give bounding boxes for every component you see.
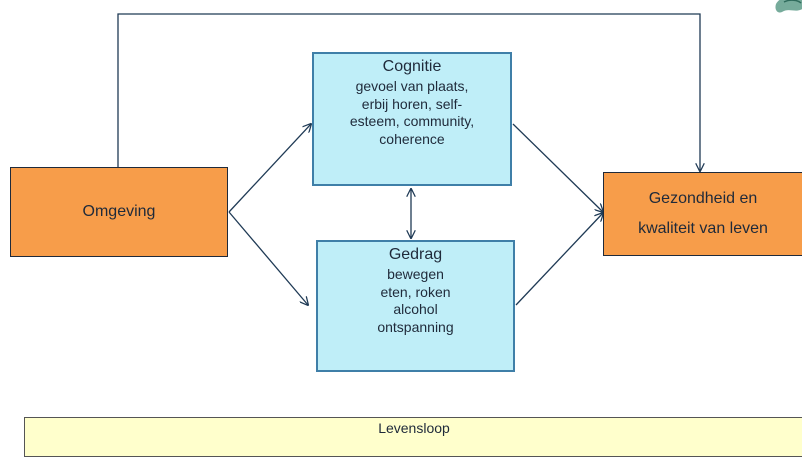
gedrag-line: eten, roken (380, 283, 451, 300)
omgeving-label: Omgeving (82, 203, 156, 220)
gezondheid-line: Gezondheid en (648, 190, 758, 207)
arrow-gedrag-to-gezondheid (515, 213, 603, 306)
cognitie-line: esteem, community, (349, 113, 475, 129)
gedrag-line: bewegen (387, 266, 444, 282)
cognitie-line: gevoel van plaats, (355, 78, 469, 94)
gezondheid-box: Gezondheid en kwaliteit van leven (603, 172, 802, 256)
cognitie-line: coherence (379, 130, 445, 147)
gezondheid-line: kwaliteit van leven (638, 220, 768, 237)
gedrag-title: Gedrag (388, 246, 443, 263)
arrow-omgeving-to-gedrag (228, 211, 308, 305)
omgeving-box: Omgeving (10, 167, 228, 257)
gedrag-box: Gedrag bewegen eten, roken alcohol ontsp… (316, 240, 515, 372)
corner-logo-icon (775, 0, 802, 13)
cognitie-line: erbij horen, self- (361, 95, 463, 112)
cognitie-box: Cognitie gevoel van plaats, erbij horen,… (312, 52, 512, 186)
gedrag-line: ontspanning (377, 318, 454, 335)
levensloop-bar: Levensloop (24, 417, 802, 457)
arrow-omgeving-to-cognitie (228, 124, 311, 213)
arrow-omgeving-to-gezondheid-direct (117, 13, 700, 171)
cognitie-title: Cognitie (382, 58, 442, 75)
gedrag-line: alcohol (393, 301, 438, 317)
levensloop-label: Levensloop (378, 420, 450, 436)
arrow-cognitie-to-gezondheid (512, 123, 603, 212)
